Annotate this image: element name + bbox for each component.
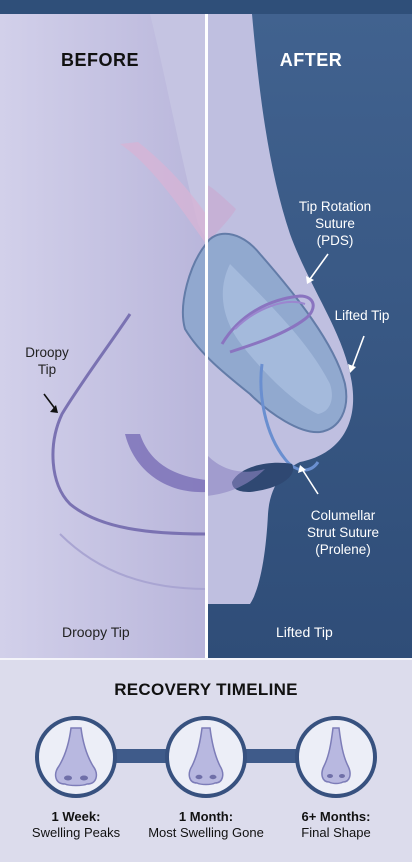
stage-1-title: 1 Week: bbox=[51, 809, 101, 824]
droopy-tip-annotation: Droopy Tip bbox=[25, 345, 69, 377]
tip-rotation-arrow bbox=[309, 253, 329, 280]
stage-3-desc: Final Shape bbox=[301, 825, 371, 840]
columellar-strut-suture bbox=[259, 363, 320, 472]
before-after-comparison: BEFORE AFTER Droopy Tip Tip Rotation Sut… bbox=[0, 14, 412, 658]
nose-illustration bbox=[0, 14, 412, 658]
timeline-title: RECOVERY TIMELINE bbox=[114, 680, 298, 699]
section-divider bbox=[0, 658, 412, 660]
tip-rotation-suture-2 bbox=[234, 300, 306, 330]
recovery-timeline: RECOVERY TIMELINE 1 Week: Swelling Peaks… bbox=[0, 660, 412, 862]
timeline-stage-2: 1 Month: Most Swelling Gone bbox=[146, 716, 266, 841]
stage-2-circle bbox=[165, 716, 247, 798]
tip-rotation-suture bbox=[220, 294, 315, 354]
center-divider bbox=[205, 14, 208, 658]
droopy-tip-arrowhead bbox=[50, 405, 58, 413]
before-nose-contour bbox=[51, 313, 207, 536]
tip-rotation-annotation: Tip Rotation Suture (PDS) bbox=[298, 199, 372, 248]
before-heading: BEFORE bbox=[60, 50, 139, 70]
before-nasal-bone bbox=[120, 142, 206, 244]
before-nostril bbox=[125, 434, 206, 493]
after-heading: AFTER bbox=[279, 50, 343, 70]
columellar-annotation: Columellar Strut Suture (Prolene) bbox=[306, 508, 380, 557]
nose-1-month-icon bbox=[188, 727, 224, 786]
columellar-arrow bbox=[301, 468, 319, 495]
before-lip bbox=[59, 533, 207, 590]
stage-3-circle bbox=[295, 716, 377, 798]
stage-1-circle bbox=[35, 716, 117, 798]
after-nostril-before-shadow bbox=[206, 454, 265, 496]
top-bar bbox=[0, 0, 412, 14]
after-nostril bbox=[232, 462, 294, 492]
stage-2-title: 1 Month: bbox=[178, 809, 234, 824]
after-nasal-bone bbox=[206, 184, 236, 244]
stage-1-desc: Swelling Peaks bbox=[31, 825, 121, 840]
after-cartilage-inner bbox=[222, 264, 332, 414]
tip-rotation-arrowhead bbox=[306, 276, 314, 284]
lifted-tip-arrow bbox=[351, 335, 365, 369]
before-caption: Droopy Tip bbox=[62, 624, 130, 640]
stage-3-title: 6+ Months: bbox=[301, 809, 371, 824]
lifted-tip-arrowhead bbox=[348, 364, 356, 373]
timeline-stage-1: 1 Week: Swelling Peaks bbox=[16, 716, 136, 841]
lifted-tip-annotation: Lifted Tip bbox=[334, 308, 390, 323]
nose-6-months-icon bbox=[321, 727, 351, 785]
timeline-stage-3: 6+ Months: Final Shape bbox=[276, 716, 396, 841]
after-caption: Lifted Tip bbox=[276, 624, 333, 640]
stage-2-desc: Most Swelling Gone bbox=[148, 825, 264, 840]
columellar-arrowhead bbox=[298, 465, 306, 473]
nose-1-week-icon bbox=[54, 727, 98, 787]
